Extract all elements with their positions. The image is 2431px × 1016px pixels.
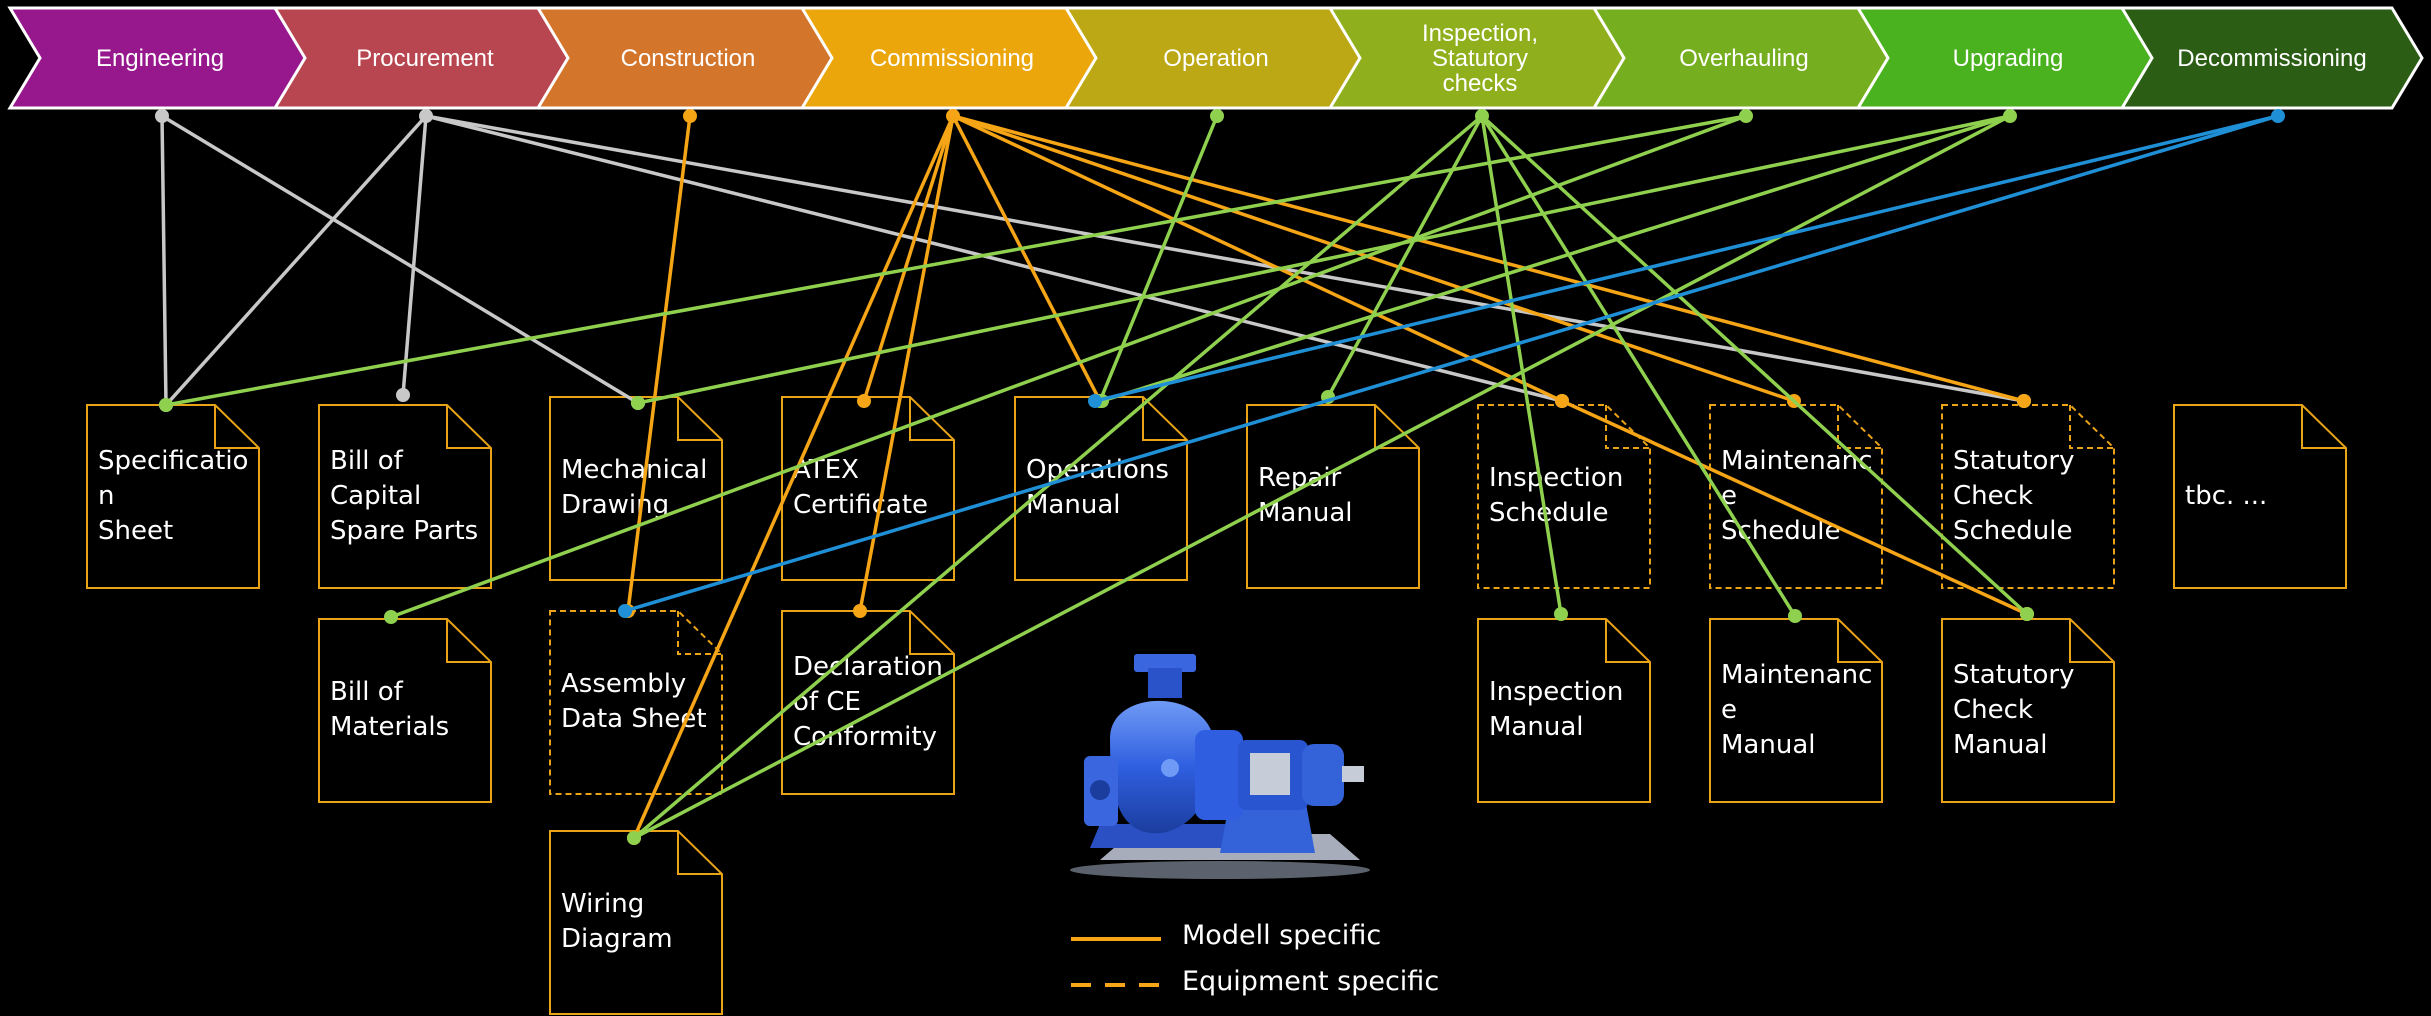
- connection-commissioning-to-opman: [951, 115, 1102, 402]
- connection-endpoint-dot: [2017, 394, 2031, 408]
- document-inman: Inspection Manual: [1477, 618, 1651, 803]
- connection-endpoint-dot: [1088, 394, 1102, 408]
- document-label: Statutory Check Manual: [1953, 659, 2075, 760]
- connection-decommissioning-to-assembly: [624, 114, 2279, 613]
- connection-endpoint-dot: [384, 610, 398, 624]
- document-insched: Inspection Schedule: [1477, 404, 1651, 589]
- phase-label-overhauling: Overhauling: [1679, 44, 1809, 72]
- connection-endpoint-dot: [618, 604, 632, 618]
- document-outline: [549, 830, 723, 1015]
- connection-endpoint-dot: [631, 396, 645, 410]
- document-outline: [2173, 404, 2347, 589]
- document-statsched: Statutory Check Schedule: [1941, 404, 2115, 589]
- phase-label-decommissioning: Decommissioning: [2177, 44, 2367, 72]
- connection-inspection-to-inman: [1480, 115, 1563, 615]
- document-outline: [1709, 618, 1883, 803]
- connection-commissioning-to-maintsched: [952, 114, 1795, 403]
- phase-label-procurement: Procurement: [356, 44, 494, 72]
- document-label: ATEX Certificate: [793, 455, 929, 520]
- connection-commissioning-to-statsched: [952, 114, 2025, 403]
- connection-procurement-to-spec: [164, 114, 428, 407]
- connection-endpoint-dot: [857, 394, 871, 408]
- connection-commissioning-to-insched: [952, 114, 1563, 403]
- phase-label-construction: Construction: [620, 44, 756, 72]
- connection-operation-to-opman: [1098, 115, 1219, 402]
- phase-label-operation: Operation: [1163, 44, 1269, 72]
- document-label: Wiring Diagram: [561, 889, 673, 954]
- document-outline: [781, 396, 955, 581]
- document-label: Specificatio n Sheet: [98, 445, 249, 546]
- document-label: Maintenance Manual: [1721, 659, 1873, 760]
- connection-inspection-to-wiring: [632, 114, 1484, 840]
- connection-endpoint-dot: [1210, 109, 1224, 123]
- document-outline: [1941, 404, 2115, 589]
- document-assembly: Assembly Data Sheet: [549, 610, 723, 795]
- connection-insched-to-statman: [1561, 399, 2028, 616]
- pump-illustration: [1070, 654, 1370, 879]
- document-label: Statutory Check Schedule: [1953, 445, 2075, 546]
- document-label: Bill of Capital Spare Parts: [330, 445, 479, 546]
- document-label: Assembly Data Sheet: [561, 669, 707, 734]
- phase-chevron-decommissioning: [2119, 6, 2424, 110]
- connection-inspection-to-repair: [1326, 115, 1484, 398]
- document-outline: [86, 404, 260, 589]
- legend-solid-label: Modell specific: [1182, 920, 1382, 951]
- document-outline: [1477, 618, 1651, 803]
- document-label: Mechanical Drawing: [561, 455, 708, 520]
- document-label: Bill of Materials: [330, 677, 450, 742]
- document-outline: [549, 396, 723, 581]
- document-repair: Repair Manual: [1246, 404, 1420, 589]
- connection-upgrading-to-opman: [1101, 114, 2011, 403]
- phase-label-upgrading: Upgrading: [1952, 44, 2064, 72]
- document-statman: Statutory Check Manual: [1941, 618, 2115, 803]
- connection-commissioning-to-ce: [858, 115, 955, 612]
- document-spec: Specificatio n Sheet: [86, 404, 260, 589]
- connection-endpoint-dot: [159, 398, 173, 412]
- document-outline: [318, 404, 492, 589]
- document-wiring: Wiring Diagram: [549, 830, 723, 1015]
- connection-upgrading-to-mech: [637, 114, 2011, 405]
- document-atex: ATEX Certificate: [781, 396, 955, 581]
- connection-commissioning-to-wiring: [632, 115, 955, 839]
- connection-engineering-to-spec: [160, 115, 168, 406]
- legend-dashed-label: Equipment specific: [1182, 966, 1440, 997]
- connection-decommissioning-to-opman: [1094, 114, 2279, 403]
- phase-arrow-bar: [7, 6, 2424, 110]
- document-bocsp: Bill of Capital Spare Parts: [318, 404, 492, 589]
- document-label: Inspection Schedule: [1489, 463, 1624, 528]
- connection-inspection-to-maintman: [1480, 115, 1797, 617]
- connection-procurement-to-insched: [425, 114, 1563, 403]
- document-maintman: Maintenance Manual: [1709, 618, 1883, 803]
- document-label: Inspection Manual: [1489, 677, 1624, 742]
- document-outline: [318, 618, 492, 803]
- connection-procurement-to-statsched: [425, 114, 2025, 403]
- connection-engineering-to-mech: [161, 114, 639, 405]
- connection-overhauling-to-bom: [390, 114, 1747, 619]
- phase-label-inspection: Inspection, Statutory checks: [1421, 19, 1539, 97]
- connection-endpoint-dot: [1788, 609, 1802, 623]
- connection-overhauling-to-spec: [165, 114, 1747, 407]
- phase-label-commissioning: Commissioning: [869, 44, 1035, 72]
- connection-construction-to-assembly: [626, 115, 692, 612]
- connection-endpoint-dot: [853, 604, 867, 618]
- connection-inspection-to-statman: [1480, 114, 2029, 616]
- connection-endpoint-dot: [2020, 607, 2034, 621]
- document-bom: Bill of Materials: [318, 618, 492, 803]
- phase-label-engineering: Engineering: [95, 44, 225, 72]
- connection-endpoint-dot: [396, 388, 410, 402]
- document-outline: [1941, 618, 2115, 803]
- connection-procurement-to-bocsp: [401, 115, 428, 396]
- document-outline: [549, 610, 723, 795]
- document-outline: [781, 610, 955, 795]
- document-mech: Mechanical Drawing: [549, 396, 723, 581]
- document-outline: [1709, 404, 1883, 589]
- document-label: tbc. ...: [2185, 480, 2268, 511]
- document-tbc: tbc. ...: [2173, 404, 2347, 589]
- connection-endpoint-dot: [1554, 607, 1568, 621]
- document-outline: [1014, 396, 1188, 581]
- connection-endpoint-dot: [683, 109, 697, 123]
